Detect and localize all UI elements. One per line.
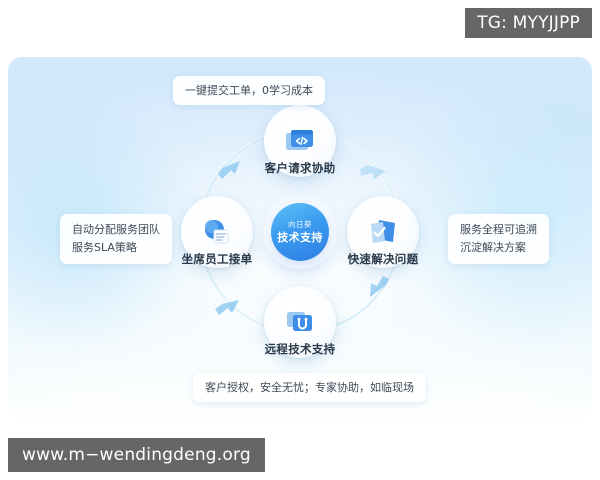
node-label-remote-support: 远程技术支持 bbox=[264, 342, 336, 356]
telegram-watermark: TG: MYYJJPP bbox=[465, 8, 592, 38]
flow-arrow-lower-right bbox=[370, 276, 389, 297]
agent-ticket-icon bbox=[205, 220, 229, 244]
center-hub[interactable]: 向日葵 技术支持 bbox=[271, 203, 329, 261]
hub-title: 技术支持 bbox=[277, 230, 323, 244]
node-label-agent-accept-ticket: 坐席员工接单 bbox=[181, 252, 253, 266]
website-watermark: www.m−wendingdeng.org bbox=[8, 438, 265, 472]
hub-brand: 向日葵 bbox=[288, 220, 312, 230]
callout-bottom: 客户授权，安全无忧；专家协助，如临现场 bbox=[193, 373, 426, 402]
remote-screen-icon bbox=[287, 312, 312, 331]
node-fast-resolution[interactable] bbox=[347, 196, 419, 268]
callout-left: 自动分配服务团队 服务SLA策略 bbox=[60, 214, 172, 264]
flow-arrow-lower-left bbox=[215, 300, 239, 315]
callout-right-line-2: 沉淀解决方案 bbox=[460, 241, 526, 254]
checked-document-icon bbox=[371, 220, 395, 243]
flow-arrow-upper-left bbox=[218, 161, 240, 179]
callout-right: 服务全程可追溯 沉淀解决方案 bbox=[448, 214, 549, 264]
node-label-customer-request: 客户请求协助 bbox=[264, 161, 336, 175]
flow-arrow-upper-right bbox=[360, 165, 386, 179]
workflow-diagram-card: 客户请求协助 坐席员工接单 快速解决问题 远程技术支持 向日葵 bbox=[8, 57, 592, 419]
node-customer-request[interactable] bbox=[264, 105, 336, 177]
code-window-icon bbox=[286, 130, 313, 150]
callout-top: 一键提交工单，0学习成本 bbox=[173, 76, 325, 105]
node-label-fast-resolution: 快速解决问题 bbox=[347, 252, 419, 266]
callout-right-line-1: 服务全程可追溯 bbox=[460, 223, 537, 236]
node-remote-support[interactable] bbox=[264, 286, 336, 358]
callout-left-line-1: 自动分配服务团队 bbox=[72, 223, 160, 236]
callout-left-line-2: 服务SLA策略 bbox=[72, 241, 137, 254]
node-agent-accept-ticket[interactable] bbox=[181, 196, 253, 268]
